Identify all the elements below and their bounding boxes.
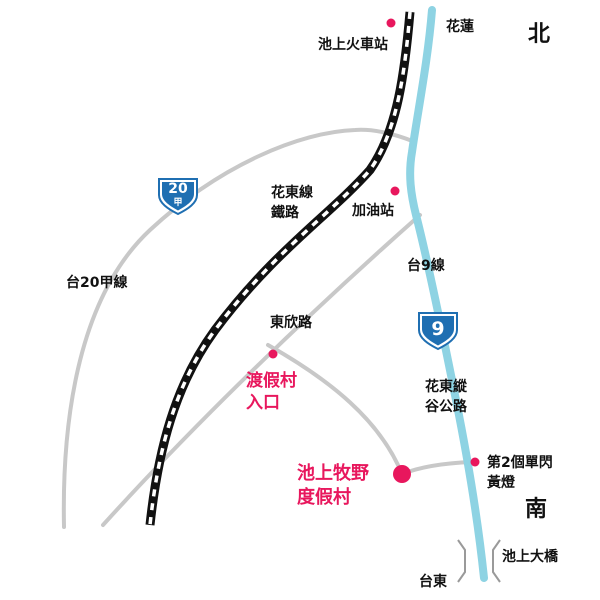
poi-gas-station-dot [390, 186, 400, 196]
poi-chishang-station-dot [386, 18, 396, 28]
resort-label: 池上牧野 度假村 [297, 463, 369, 508]
bridge-bracket-left [457, 539, 466, 583]
route20a-shield-icon: 20 甲 [158, 178, 198, 216]
poi-resort-entrance-dot [268, 349, 278, 359]
taitung-label: 台東 [419, 574, 447, 590]
railway-label: 花東線 鐵路 [271, 185, 313, 221]
route9-label: 台9線 [407, 258, 445, 274]
road-dongxin [101, 213, 422, 527]
north-label: 北 [528, 22, 551, 47]
gas-station-label: 加油站 [352, 203, 394, 219]
route20a-shield-number: 20 [168, 181, 188, 197]
signal-label: 第2個單閃 黃燈 [487, 455, 553, 491]
poi-signal-dot [470, 457, 480, 467]
route20a-shield-suffix: 甲 [173, 197, 182, 208]
hualien-label: 花蓮 [446, 19, 474, 35]
dongxin-road-label: 東欣路 [270, 315, 312, 331]
road-signal [400, 460, 474, 476]
road-resort [266, 343, 404, 476]
bridge-label: 池上大橋 [502, 549, 558, 565]
route20a-label: 台20甲線 [66, 275, 128, 291]
railway-base [145, 11, 415, 526]
poi-resort-dot [393, 465, 411, 483]
road-route9 [406, 6, 488, 582]
chishang-station-label: 池上火車站 [318, 37, 388, 53]
resort-entrance-label: 渡假村 入口 [246, 371, 297, 413]
route9-shield-number: 9 [431, 318, 444, 340]
railway-ties [148, 11, 412, 526]
valley-road-label: 花東縱 谷公路 [425, 379, 467, 415]
south-label: 南 [525, 497, 548, 522]
route9-shield-icon: 9 [418, 312, 458, 351]
bridge-bracket-right [492, 539, 501, 583]
